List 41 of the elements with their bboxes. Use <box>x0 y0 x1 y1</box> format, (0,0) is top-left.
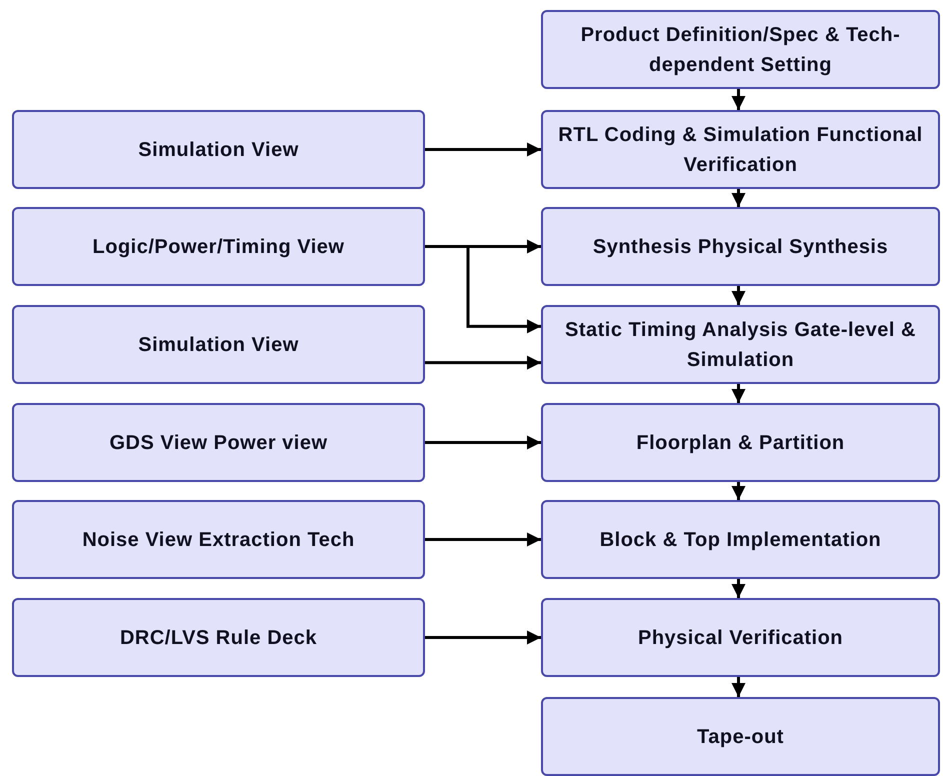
process-box <box>541 403 940 482</box>
process-box <box>541 10 940 89</box>
box-label: Product Definition/Spec & Tech-dependent Setting <box>580 22 902 78</box>
arrow <box>425 532 541 546</box>
arrow <box>732 189 746 207</box>
process-box <box>12 110 425 189</box>
box-label: Static Timing Analysis Gate-level & Simulation <box>564 318 917 372</box>
arrow <box>732 384 746 403</box>
box-label: Tape-out <box>697 724 784 750</box>
process-box <box>541 305 940 384</box>
arrow <box>732 89 746 110</box>
arrow <box>732 677 746 697</box>
arrow <box>425 356 541 370</box>
process-box <box>541 110 940 189</box>
process-box <box>541 207 940 286</box>
process-box <box>12 500 425 579</box>
box-label: Floorplan & Partition <box>636 430 845 456</box>
arrow <box>425 245 541 334</box>
arrow <box>732 286 746 305</box>
arrow <box>425 436 541 450</box>
box-label: DRC/LVS Rule Deck <box>120 626 318 650</box>
box-label: RTL Coding & Simulation Functional Verification <box>557 122 924 178</box>
arrow <box>732 482 746 500</box>
box-label: Physical Verification <box>638 626 844 650</box>
process-box <box>12 207 425 286</box>
process-box <box>12 598 425 677</box>
process-box <box>541 598 940 677</box>
process-box <box>12 403 425 482</box>
process-box <box>541 697 940 776</box>
arrow <box>425 142 541 156</box>
box-label: Simulation View <box>138 138 299 162</box>
box-label: Noise View Extraction Tech <box>82 528 355 552</box>
process-box <box>541 500 940 579</box>
arrow <box>732 579 746 598</box>
box-label: GDS View Power view <box>109 430 328 456</box>
box-label: Block & Top Implementation <box>600 528 882 552</box>
process-box <box>12 305 425 384</box>
box-label: Simulation View <box>138 332 299 358</box>
box-label: Synthesis Physical Synthesis <box>592 234 888 260</box>
box-label: Logic/Power/Timing View <box>92 234 344 260</box>
arrow <box>425 630 541 644</box>
